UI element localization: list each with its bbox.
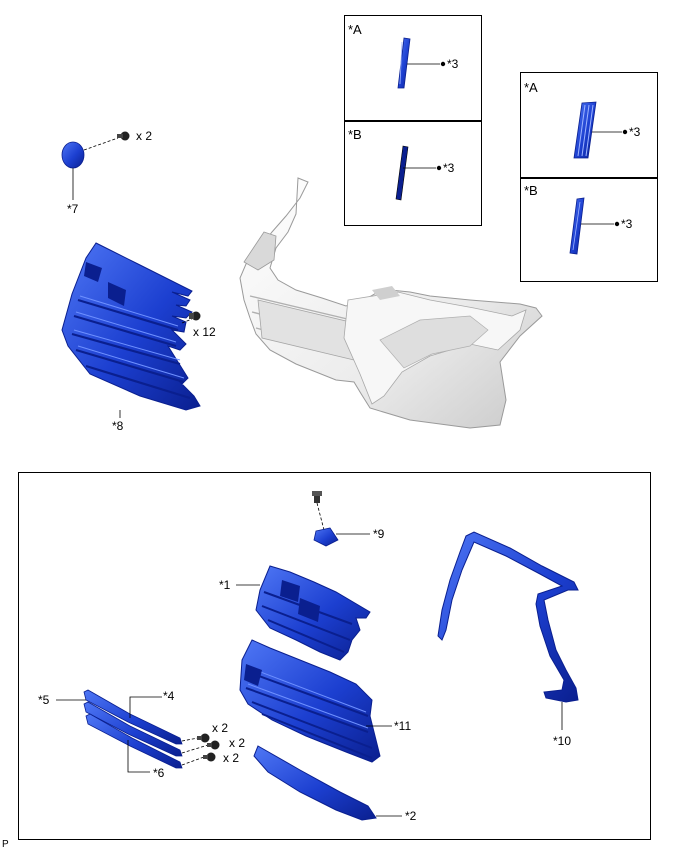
front-bumper-cover [239,177,543,429]
callout-7: *7 [67,202,79,216]
part-3-strip-b-2 [569,197,620,255]
bolt-icon [312,491,322,503]
qty-4c: x 2 [223,751,240,765]
callout-9: *9 [373,527,385,541]
callout-11: *11 [394,719,412,733]
callout-4: *4 [163,689,175,703]
part-7-emblem [61,131,130,200]
lower-assembly-box [18,472,651,840]
part-10-grille-surround [437,531,579,730]
callout-8: *8 [112,419,124,433]
callout-10: *10 [553,734,572,748]
screw-icon [197,733,210,743]
part-1-upper-grille [236,565,371,661]
callout-3-b1: *3 [443,161,455,175]
part-2-lower-molding [253,745,402,821]
screw-icon [117,131,130,141]
qty-4b: x 2 [229,736,246,750]
inset-label-a-1: *A [348,22,362,37]
part-4-5-6-moldings [56,689,220,773]
corner-mark: P [2,839,9,850]
callout-3-a2: *3 [629,125,641,139]
qty-8-clips: x 12 [193,325,216,339]
part-3-strip-b-1 [395,145,442,201]
inset-box-a-1 [344,15,482,122]
callout-5: *5 [38,693,50,707]
screw-icon [203,752,216,762]
part-9-bracket [312,491,370,547]
callout-3-b2: *3 [621,217,633,231]
inset-box-b-1 [344,120,482,226]
inset-box-b-2 [520,177,658,282]
qty-7-screws: x 2 [136,129,153,143]
part-8-grille [61,242,201,418]
part-11-lower-grille [239,639,392,763]
part-3-strip-a-1 [397,37,446,89]
screw-icon [207,740,220,750]
qty-4a: x 2 [212,721,229,735]
callout-1: *1 [219,578,231,592]
callout-6: *6 [153,766,165,780]
inset-label-a-2: *A [524,80,538,95]
inset-label-b-2: *B [524,183,538,198]
callout-2: *2 [405,809,417,823]
inset-box-a-2 [520,72,658,179]
part-3-strip-a-2 [573,101,628,159]
clip-icon [189,311,201,321]
callout-3-a1: *3 [447,57,459,71]
inset-label-b-1: *B [348,127,362,142]
